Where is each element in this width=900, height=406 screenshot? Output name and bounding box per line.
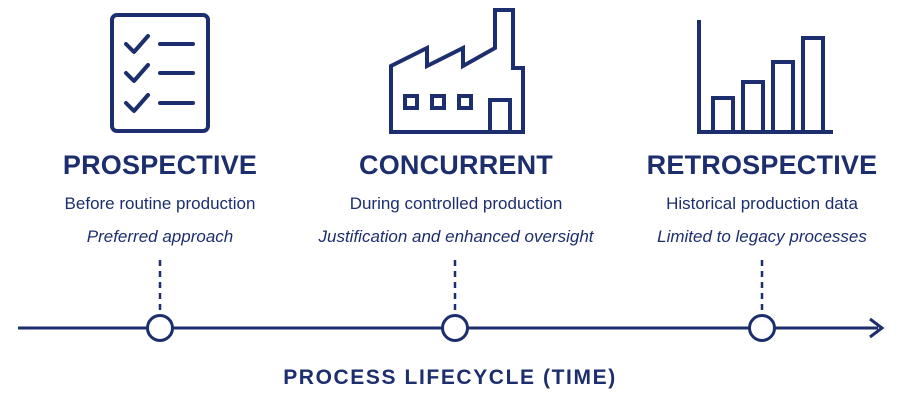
stage-title: CONCURRENT	[359, 150, 553, 180]
milestone-retrospective	[748, 314, 776, 342]
timeline-arrowhead	[869, 317, 885, 339]
stage-concurrent: CONCURRENT During controlled production …	[306, 0, 606, 290]
stage-note: Limited to legacy processes	[657, 227, 867, 246]
stage-note: Justification and enhanced oversight	[318, 227, 594, 246]
stage-description: Historical production data	[666, 194, 858, 213]
bar-chart-icon	[697, 20, 833, 134]
milestone-concurrent	[441, 314, 469, 342]
stage-retrospective: RETROSPECTIVE Historical production data…	[612, 0, 900, 290]
stage-description: Before routine production	[64, 194, 256, 213]
milestone-prospective	[146, 314, 174, 342]
stage-prospective: PROSPECTIVE Before routine production Pr…	[10, 0, 310, 290]
timeline	[18, 260, 885, 342]
axis-label: PROCESS LIFECYCLE (TIME)	[283, 366, 617, 389]
stage-description: During controlled production	[349, 194, 563, 213]
stage-title: PROSPECTIVE	[62, 150, 258, 180]
factory-icon	[389, 8, 525, 134]
stage-title: RETROSPECTIVE	[646, 150, 878, 180]
stage-note: Preferred approach	[86, 227, 234, 246]
checklist-icon	[110, 13, 210, 133]
